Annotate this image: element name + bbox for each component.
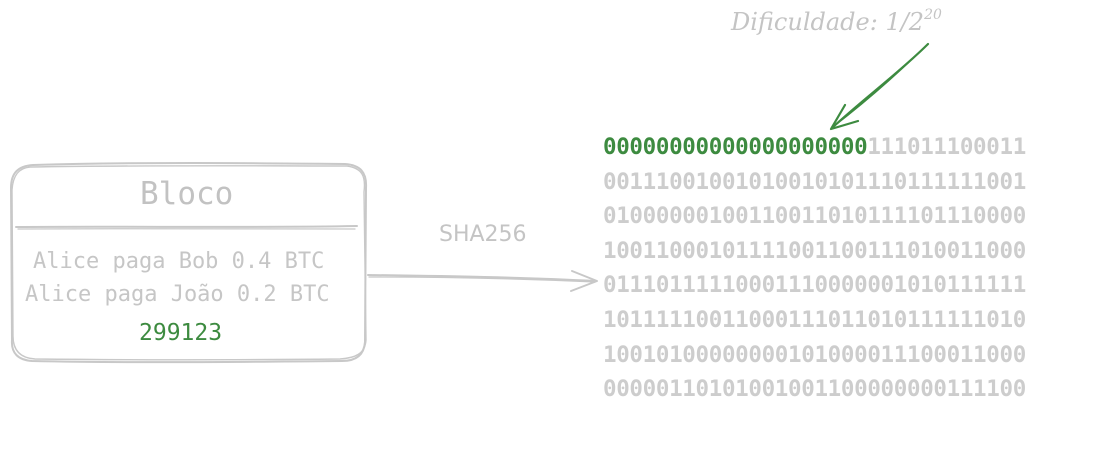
hash-zero-prefix: 00000000000000000000 xyxy=(603,134,868,160)
hash-row: 00000000000000000000111011100011 xyxy=(603,130,1026,165)
block-divider xyxy=(15,225,358,228)
hash-row: 01000000100110011010111101110000 xyxy=(603,199,1026,234)
difficulty-exponent: 20 xyxy=(924,7,942,23)
difficulty-label: Dificuldade: 1/220 xyxy=(731,7,942,36)
hash-bits: 10111110011000111011010111111010 xyxy=(603,306,1026,333)
hash-arrow-shaft-sketch-pass xyxy=(368,276,596,283)
hash-row: 10111110011000111011010111111010 xyxy=(603,303,1026,338)
hash-function-label: SHA256 xyxy=(439,222,527,247)
nonce-value: 299123 xyxy=(139,320,223,346)
hash-bits: 10010100000000101000011100011000 xyxy=(603,341,1026,368)
block-title: Bloco xyxy=(140,176,234,212)
hash-row: 10010100000000101000011100011000 xyxy=(603,338,1026,373)
block-divider-sketch-pass xyxy=(17,228,356,230)
difficulty-text: Dificuldade: 1/2 xyxy=(731,8,925,36)
hash-row: 10011000101111001100111010011000 xyxy=(603,234,1026,269)
hash-arrow-head xyxy=(570,270,598,292)
hash-row: 00000110101001001100000000111100 xyxy=(603,372,1026,407)
hash-output: 00000000000000000000111011100011 0011100… xyxy=(603,130,1026,407)
hash-bits: 01110111110001110000001010111111 xyxy=(603,272,1026,299)
hash-bits: 00111001001010010101110111111001 xyxy=(603,168,1026,195)
block-box xyxy=(10,162,368,364)
hash-bits: 00000110101001001100000000111100 xyxy=(603,376,1026,403)
difficulty-arrow-shaft-sketch-pass xyxy=(833,45,927,127)
hash-arrow-shaft xyxy=(367,274,597,282)
hash-bits: 01000000100110011010111101110000 xyxy=(603,203,1026,230)
hash-bits: 10011000101111001100111010011000 xyxy=(603,237,1026,264)
hash-row: 00111001001010010101110111111001 xyxy=(603,165,1026,200)
hash-bits: 111011100011 xyxy=(867,134,1026,160)
transaction-line: Alice paga João 0.2 BTC xyxy=(25,282,330,307)
transaction-line: Alice paga Bob 0.4 BTC xyxy=(33,249,325,274)
block-box-sketch-pass xyxy=(11,165,367,361)
hash-row: 01110111110001110000001010111111 xyxy=(603,268,1026,303)
difficulty-arrow-head xyxy=(829,103,860,131)
